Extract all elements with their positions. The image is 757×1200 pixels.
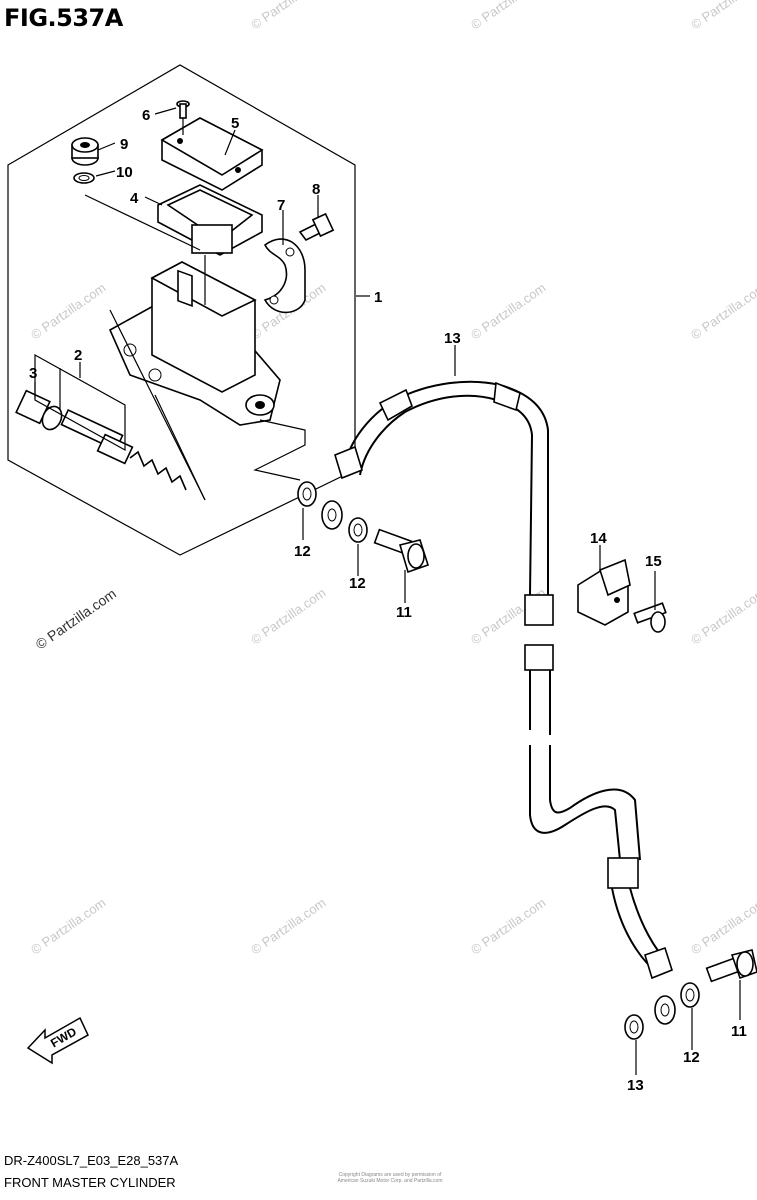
callout-1: 1 bbox=[374, 289, 382, 306]
assembly-lines bbox=[84, 118, 306, 501]
boot-9[interactable] bbox=[71, 137, 99, 166]
watermark: © Partzilla.com bbox=[28, 895, 108, 958]
reservoir-cap-5[interactable] bbox=[160, 117, 264, 191]
callout-11: 11 bbox=[731, 1023, 747, 1040]
screw-6[interactable] bbox=[176, 100, 190, 119]
union-bolt-11-lower[interactable] bbox=[705, 949, 757, 983]
callout-9: 9 bbox=[120, 136, 128, 153]
master-cylinder-body-1[interactable] bbox=[108, 261, 281, 426]
callout-7: 7 bbox=[277, 197, 285, 214]
callout-5: 5 bbox=[231, 115, 239, 132]
washer-12-upper-left[interactable] bbox=[297, 481, 317, 507]
union-bolt-11-upper[interactable] bbox=[373, 528, 429, 574]
diagram-caption: FRONT MASTER CYLINDER bbox=[4, 1175, 176, 1190]
washer-12-lower-left[interactable] bbox=[624, 1014, 644, 1040]
watermark: © Partzilla.com bbox=[688, 0, 757, 32]
brake-hose-13[interactable] bbox=[321, 380, 676, 1025]
callout-4: 4 bbox=[130, 190, 139, 207]
callout-3: 3 bbox=[29, 365, 37, 382]
ring-10[interactable] bbox=[73, 172, 95, 184]
callout-10: 10 bbox=[116, 164, 133, 181]
callout-2: 2 bbox=[74, 347, 82, 364]
callout-14: 14 bbox=[590, 530, 607, 547]
watermark-layer: © Partzilla.com © Partzilla.com © Partzi… bbox=[28, 0, 757, 957]
callout-labels: 6 5 9 10 4 7 8 1 2 3 13 12 12 11 14 15 1… bbox=[29, 107, 747, 1094]
watermark: © Partzilla.com bbox=[28, 280, 108, 343]
callout-12: 12 bbox=[349, 575, 366, 592]
figure-title: FIG.537A bbox=[4, 4, 123, 32]
screw-15[interactable] bbox=[633, 602, 667, 633]
watermark: © Partzilla.com bbox=[468, 895, 548, 958]
piston-cup-3[interactable] bbox=[15, 389, 65, 433]
leader-lines bbox=[34, 107, 741, 1075]
watermark: © Partzilla.com bbox=[248, 585, 328, 648]
watermark: © Partzilla.com bbox=[248, 895, 328, 958]
diagram-code: DR-Z400SL7_E03_E28_537A bbox=[4, 1153, 179, 1168]
watermark-main: © Partzilla.com bbox=[33, 585, 119, 652]
watermark: © Partzilla.com bbox=[688, 895, 757, 958]
callout-13: 13 bbox=[444, 330, 461, 347]
washer-12-lower-right[interactable] bbox=[680, 982, 700, 1008]
callout-8: 8 bbox=[312, 181, 320, 198]
watermark: © Partzilla.com bbox=[688, 585, 757, 648]
callout-6: 6 bbox=[142, 107, 150, 124]
copyright-note: Copyright Diagrams are used by permissio… bbox=[337, 1172, 443, 1184]
callout-12: 13 bbox=[627, 1077, 644, 1094]
watermark: © Partzilla.com bbox=[468, 280, 548, 343]
clamp-7[interactable] bbox=[263, 238, 306, 314]
watermark: © Partzilla.com bbox=[468, 0, 548, 32]
hose-clamp-14[interactable] bbox=[577, 558, 631, 626]
bolt-8[interactable] bbox=[298, 212, 335, 242]
callout-11: 11 bbox=[396, 604, 412, 621]
callout-12: 12 bbox=[294, 543, 311, 560]
fwd-arrow-icon: FWD bbox=[26, 1016, 89, 1065]
callout-15: 15 bbox=[645, 553, 662, 570]
diaphragm-4[interactable] bbox=[157, 184, 263, 256]
watermark: © Partzilla.com bbox=[688, 280, 757, 343]
washer-12-upper-right[interactable] bbox=[348, 517, 368, 543]
watermark: © Partzilla.com bbox=[248, 0, 328, 32]
callout-12: 12 bbox=[683, 1049, 700, 1066]
